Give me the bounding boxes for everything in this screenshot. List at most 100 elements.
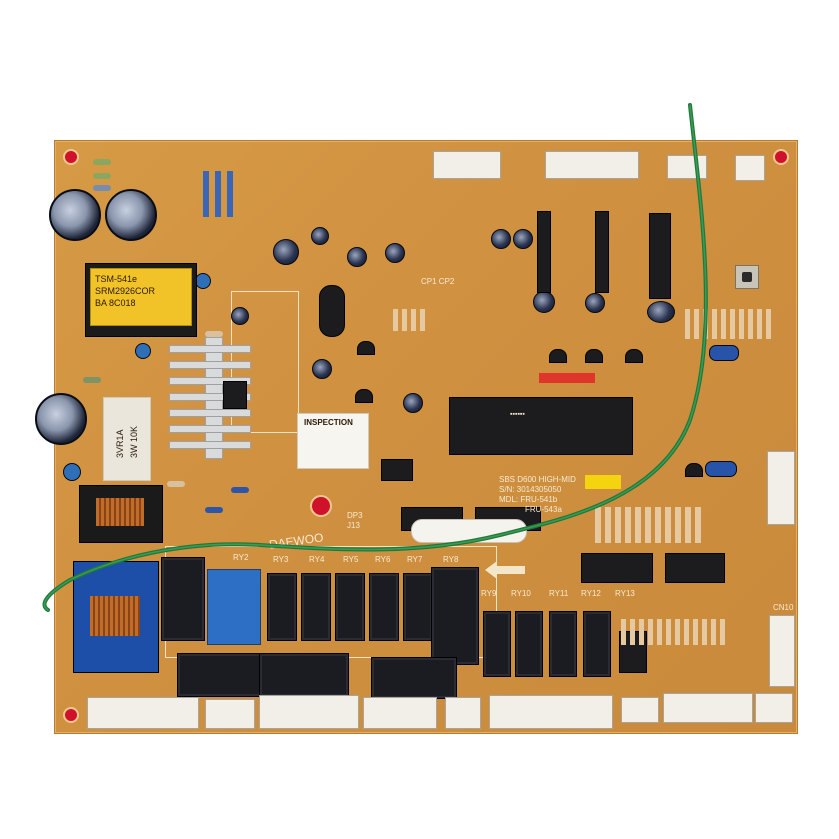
choke-coil-2-winding: [90, 596, 140, 636]
capacitor-small-7: [533, 291, 555, 313]
arrow-left-icon: [485, 561, 525, 579]
ic-small-5: [665, 553, 725, 583]
designator-ry9: RY9: [481, 589, 497, 598]
designator-ry3: RY3: [273, 555, 289, 564]
relay-large-2: [431, 567, 479, 665]
power-transistor: [223, 381, 247, 409]
connector-top-4: [735, 155, 765, 181]
silk-arrow: [485, 561, 525, 579]
mount-hole-top-left: [63, 149, 79, 165]
capacitor-small-2: [311, 227, 329, 245]
film-capacitor-1: [63, 463, 81, 481]
connector-bottom-2: [205, 699, 255, 729]
transformer-label-line-1: TSM-541e: [95, 274, 138, 284]
resistor-stack-3: [621, 619, 725, 645]
connector-right-1: [767, 451, 795, 525]
inductor-black: [319, 285, 345, 337]
electrolytic-capacitor-3: [35, 393, 87, 445]
designator-ry2: RY2: [233, 553, 249, 562]
transistor-3: [625, 349, 643, 363]
electrolytic-capacitor-2: [105, 189, 157, 241]
designator-ry5: RY5: [343, 555, 359, 564]
fuse-holder: [411, 519, 527, 543]
mount-hole-bottom-left: [63, 707, 79, 723]
inspection-title: INSPECTION: [304, 418, 353, 427]
heatsink-fin-1: [169, 345, 251, 353]
relay-small-2: [301, 573, 331, 641]
regulator-3: [649, 213, 671, 299]
model-line-2: S/N: 3014305050: [499, 485, 562, 494]
tact-switch-button: [742, 272, 752, 282]
relay-large-1: [161, 557, 205, 641]
power-resistor-line-1: 3VR1A: [115, 429, 125, 458]
tact-switch: [735, 265, 759, 289]
capacitor-small-1: [273, 239, 299, 265]
designator-ry8: RY8: [443, 555, 459, 564]
model-line-3: MDL: FRU-541b: [499, 495, 558, 504]
relay-power-1: [177, 653, 263, 697]
heatsink-fin-7: [169, 441, 251, 449]
film-capacitor-3: [135, 343, 151, 359]
relay-small-5: [403, 573, 433, 641]
connector-bottom-1: [87, 697, 199, 729]
power-resistor: 3VR1A 3W 10K: [103, 397, 151, 481]
designator-ry7: RY7: [407, 555, 423, 564]
resistor-3: [93, 185, 111, 191]
resistor-7: [205, 507, 223, 513]
capacitor-small-5: [491, 229, 511, 249]
resistor-stack-2: [595, 507, 705, 543]
capacitor-small-3: [347, 247, 367, 267]
relay-small-9: [583, 611, 611, 677]
resistor-5: [83, 377, 101, 383]
designator-dp3: DP3: [347, 511, 363, 520]
heatsink-fin-6: [169, 425, 251, 433]
resistor-stack-4: [393, 309, 427, 331]
choke-coil-1: [79, 485, 163, 543]
transistor-1: [549, 349, 567, 363]
connector-top-2: [545, 151, 639, 179]
relay-small-7: [515, 611, 543, 677]
connector-bottom-7: [621, 697, 659, 723]
resistor-6: [167, 481, 185, 487]
connector-bottom-4: [363, 697, 437, 729]
relay-small-3: [335, 573, 365, 641]
resistor-stack-1: [203, 171, 239, 217]
inspection-sticker: INSPECTION: [297, 413, 369, 469]
yellow-tag: [585, 475, 621, 489]
film-capacitor-2: [195, 273, 211, 289]
designator-cn10: CN10: [773, 603, 794, 612]
resistor-4: [205, 331, 223, 337]
capacitor-small-6: [513, 229, 533, 249]
electrolytic-capacitor-1: [49, 189, 101, 241]
designator-ry11: RY11: [549, 589, 569, 598]
choke-coil-2: [73, 561, 159, 673]
designator-cp1-cp2: CP1 CP2: [421, 277, 455, 286]
capacitor-small-9: [647, 301, 675, 323]
resistor-1: [93, 159, 111, 165]
capacitor-blue-2: [709, 345, 739, 361]
designator-ry10: RY10: [511, 589, 531, 598]
transistor-4: [357, 341, 375, 355]
connector-bottom-3: [259, 695, 359, 729]
transformer-label: TSM-541e SRM2926COR BA 8C018: [90, 268, 192, 326]
relay-small-6: [483, 611, 511, 677]
model-line-1: SBS D600 HIGH-MID: [499, 475, 576, 484]
regulator-2: [595, 211, 609, 293]
ic-small-4: [581, 553, 653, 583]
relay-blue: [207, 569, 261, 645]
switching-transformer: TSM-541e SRM2926COR BA 8C018: [85, 263, 197, 337]
relay-power-3: [371, 657, 457, 699]
transformer-label-line-3: BA 8C018: [95, 298, 136, 308]
power-resistor-line-2: 3W 10K: [129, 425, 139, 458]
connector-top-3: [667, 155, 707, 179]
relay-small-1: [267, 573, 297, 641]
relay-power-2: [259, 653, 349, 697]
microcontroller-chip: ▪▪▪▪▪▪: [449, 397, 633, 455]
mount-hole-center: [310, 495, 332, 517]
relay-small-4: [369, 573, 399, 641]
connector-bottom-8: [663, 693, 753, 723]
designator-ry13: RY13: [615, 589, 635, 598]
capacitor-small-12: [231, 307, 249, 325]
circuit-board: TSM-541e SRM2926COR BA 8C018 3VR1A 3W 10…: [35, 140, 798, 734]
capacitor-small-8: [585, 293, 605, 313]
